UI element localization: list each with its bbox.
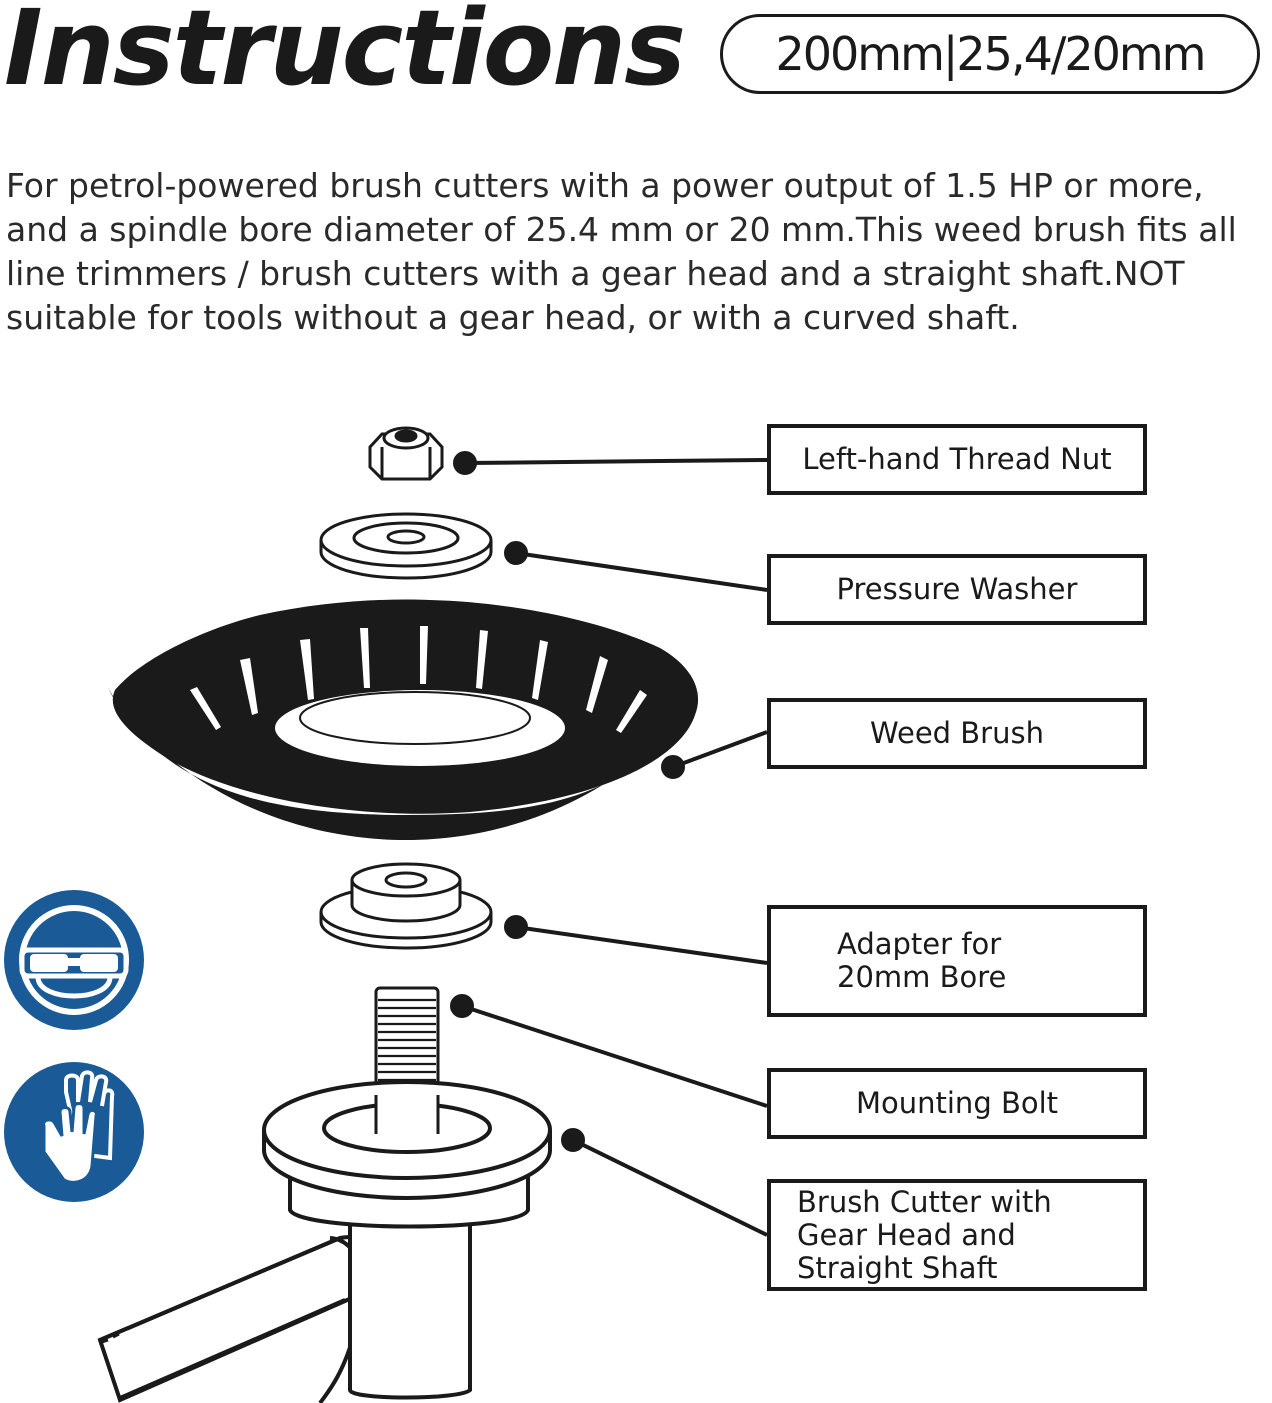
label-left-hand-thread-nut: Left-hand Thread Nut (767, 424, 1147, 495)
weed-brush-icon (108, 599, 700, 840)
gear-head-icon (97, 1080, 552, 1403)
label-mounting-bolt: Mounting Bolt (767, 1068, 1147, 1139)
safety-goggles-icon (19, 905, 129, 1015)
safety-goggles-sign (4, 890, 144, 1030)
thread-nut-icon (368, 426, 444, 481)
pressure-washer-icon (319, 512, 493, 580)
label-pressure-washer: Pressure Washer (767, 554, 1147, 625)
protective-gloves-sign (4, 1062, 144, 1202)
shaft-dash-marks (101, 1332, 120, 1344)
label-adapter-20mm-bore: Adapter for 20mm Bore (767, 905, 1147, 1017)
leader-lines (450, 451, 768, 1237)
protective-gloves-icon (42, 1070, 115, 1184)
label-weed-brush: Weed Brush (767, 698, 1147, 769)
size-spec-badge: 200mm|25,4/20mm (720, 14, 1260, 94)
label-brush-cutter: Brush Cutter with Gear Head and Straight… (767, 1179, 1147, 1291)
adapter-icon (319, 862, 493, 950)
page-title: Instructions (4, 0, 686, 109)
description-text: For petrol-powered brush cutters with a … (6, 166, 1237, 337)
